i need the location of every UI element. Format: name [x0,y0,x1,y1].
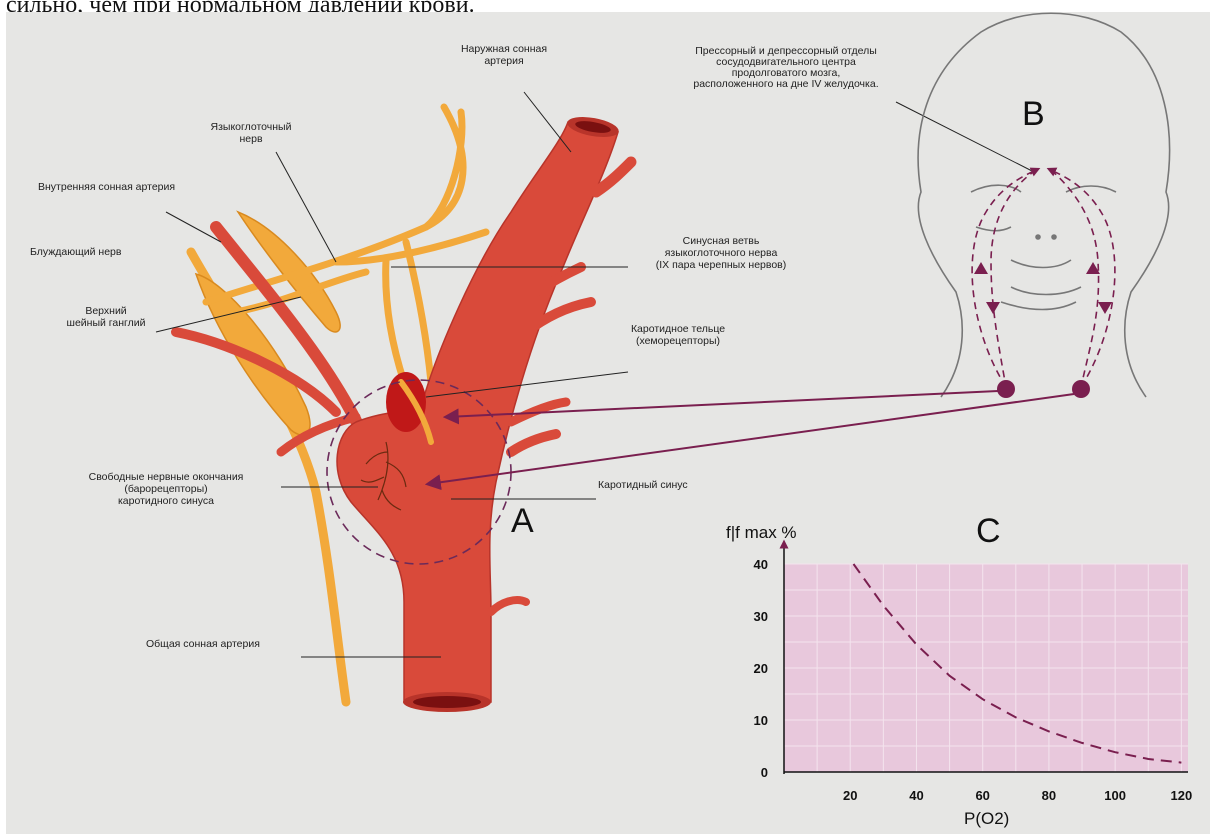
y-axis-label: f|f max % [726,523,797,542]
label-carotid-body: Каротидное тельце(хеморецепторы) [631,323,725,347]
receptor-node-left [997,380,1015,398]
carotid-body [386,372,426,432]
label-carotid-sinus: Каротидный синус [598,479,688,491]
reflex-pathways [972,170,1115,387]
y-tick-label: 30 [754,609,768,624]
panel-letter-c: C [976,512,1001,550]
common-carotid-artery [337,122,618,702]
x-axis-label: P(O2) [964,809,1009,828]
x-tick-label: 80 [1042,788,1056,803]
x-tick-labels: 20 40 60 80 100 120 [843,788,1192,803]
label-internal-carotid: Внутренняя сонная артерия [38,181,175,193]
y-tick-label: 0 [761,765,768,780]
y-tick-label: 10 [754,713,768,728]
x-tick-label: 20 [843,788,857,803]
x-tick-label: 100 [1104,788,1126,803]
chart-c: 20 40 60 80 100 120 0 10 20 30 40 f|f max % P(O2) [726,523,1192,828]
head-illustration [918,13,1169,397]
x-tick-label: 60 [975,788,989,803]
label-free-endings: Свободные нервные окончания(барорецептор… [89,471,244,507]
x-tick-label: 120 [1171,788,1193,803]
label-common-carotid: Общая сонная артерия [146,638,260,650]
label-vagus: Блуждающий нерв [30,246,122,258]
pathway-arrow-carotid-body [446,391,998,417]
panel-letter-a: A [511,502,534,540]
x-tick-label: 40 [909,788,923,803]
receptor-node-right [1072,380,1090,398]
y-tick-labels: 0 10 20 30 40 [754,557,768,780]
y-tick-label: 40 [754,557,768,572]
panel-letter-b: B [1022,95,1045,133]
y-tick-label: 20 [754,661,768,676]
